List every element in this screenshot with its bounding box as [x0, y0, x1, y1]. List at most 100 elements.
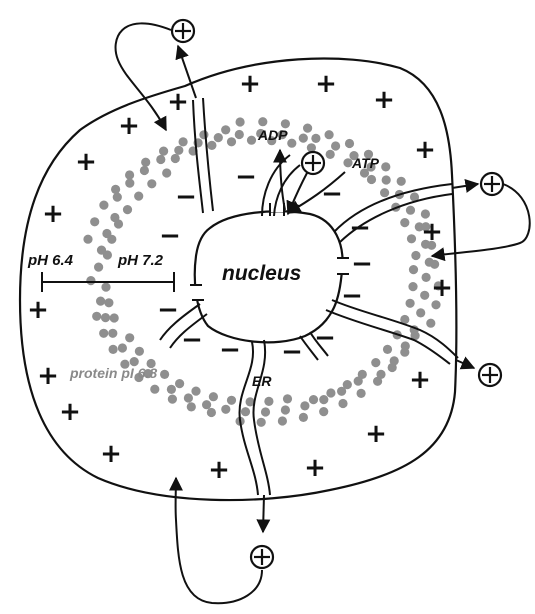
plus-sign: + [27, 295, 49, 325]
protein-dot [326, 150, 335, 159]
protein-dot [426, 319, 435, 328]
protein-dot [337, 387, 346, 396]
protein-dot [311, 134, 320, 143]
protein-dot [319, 407, 328, 416]
minus-sign: − [235, 162, 257, 192]
protein-dot [140, 166, 149, 175]
protein-dot [113, 193, 122, 202]
protein-dot [338, 399, 347, 408]
protein-dot [125, 179, 134, 188]
minus-sign: − [351, 249, 373, 279]
protein-dot [309, 395, 318, 404]
protein-dot [156, 155, 165, 164]
plus-sign: + [373, 85, 395, 115]
protein-dot [380, 188, 389, 197]
protein-dot [92, 312, 101, 321]
protein-dot [209, 392, 218, 401]
plus-sign: + [431, 273, 453, 303]
minus-sign: − [321, 179, 343, 209]
protein-dot [381, 162, 390, 171]
protein-dot [86, 276, 95, 285]
protein-dot [99, 329, 108, 338]
ion-center [302, 152, 324, 174]
ion-top [172, 20, 194, 42]
protein-dot [97, 246, 106, 255]
nucleus-label: nucleus [222, 262, 301, 285]
protein-dot [125, 170, 134, 179]
protein-dot [235, 130, 244, 139]
protein-dot [207, 408, 216, 417]
protein-dot [257, 418, 266, 427]
protein-dot [357, 389, 366, 398]
ion-right [481, 173, 503, 195]
protein-dot [400, 348, 409, 357]
protein-dot [299, 134, 308, 143]
ph-inner-label: pH 7.2 [117, 252, 164, 269]
protein-dot [134, 192, 143, 201]
protein-dot [150, 385, 159, 394]
protein-dot [90, 217, 99, 226]
protein-dot [111, 185, 120, 194]
protein-dot [416, 308, 425, 317]
minus-sign: − [159, 221, 181, 251]
protein-dot [325, 130, 334, 139]
protein-dot [283, 394, 292, 403]
protein-dot [187, 402, 196, 411]
protein-dot [174, 146, 183, 155]
plus-sign: + [118, 111, 140, 141]
protein-dot [345, 139, 354, 148]
plus-sign: + [59, 397, 81, 427]
plus-sign: + [239, 69, 261, 99]
minus-sign: − [157, 295, 179, 325]
adp-label: ADP [257, 127, 288, 143]
protein-dot [191, 387, 200, 396]
protein-dot [110, 213, 119, 222]
protein-dot [109, 345, 118, 354]
protein-dot [264, 397, 273, 406]
protein-dot [373, 377, 382, 386]
protein-dot [171, 154, 180, 163]
plus-sign: + [167, 87, 189, 117]
ion-bottom [251, 546, 273, 568]
protein-dot [371, 358, 380, 367]
protein-dot [299, 413, 308, 422]
protein-dot [281, 405, 290, 414]
protein-dot [278, 416, 287, 425]
protein-dot [104, 298, 113, 307]
protein-dot [162, 168, 171, 177]
protein-dot [159, 147, 168, 156]
protein-dot [147, 179, 156, 188]
protein-dot [367, 175, 376, 184]
protein-dot [102, 229, 111, 238]
protein-dot [408, 282, 417, 291]
minus-sign: − [181, 325, 203, 355]
protein-dot [303, 124, 312, 133]
plus-sign: + [208, 455, 230, 485]
protein-dot [221, 125, 230, 134]
protein-dot [397, 177, 406, 186]
protein-dot [108, 329, 117, 338]
protein-dot [241, 407, 250, 416]
plus-sign: + [315, 69, 337, 99]
protein-dot [227, 396, 236, 405]
protein-dot [96, 297, 105, 306]
protein-dot [411, 251, 420, 260]
protein-dot [179, 137, 188, 146]
plus-sign: + [421, 217, 443, 247]
protein-dot [407, 234, 416, 243]
protein-dot [331, 141, 340, 150]
plus-sign: + [75, 147, 97, 177]
plus-sign: + [365, 419, 387, 449]
plus-sign: + [100, 439, 122, 469]
protein-dot [300, 401, 309, 410]
protein-label: protein pI 6.8 [69, 365, 157, 381]
protein-dot [227, 137, 236, 146]
minus-sign: − [281, 337, 303, 367]
protein-dot [207, 141, 216, 150]
protein-dot [99, 201, 108, 210]
protein-dot [202, 400, 211, 409]
protein-dot [83, 235, 92, 244]
protein-dot [135, 347, 144, 356]
atp-label: ATP [351, 155, 380, 171]
